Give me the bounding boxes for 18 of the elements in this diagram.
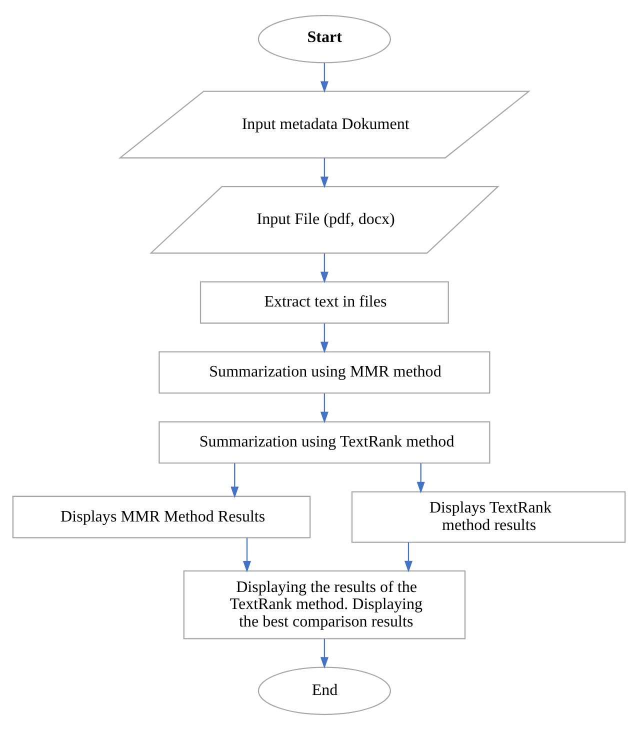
node-box: Displays TextRank method results xyxy=(351,490,626,542)
node-box: Summarization using MMR method xyxy=(158,350,490,394)
node-ellipse: End xyxy=(258,666,391,714)
node-box: Summarization using TextRank method xyxy=(158,420,490,464)
node-box: Displaying the results of the TextRank method. Displaying the best comparison results xyxy=(183,570,466,639)
node-box: Extract text in files xyxy=(200,280,449,324)
arrow xyxy=(320,252,328,283)
arrow xyxy=(230,462,239,498)
arrow xyxy=(320,62,328,92)
arrow xyxy=(416,462,425,493)
arrow xyxy=(320,322,328,353)
node-box: Displays MMR Method Results xyxy=(12,495,311,538)
arrow xyxy=(320,638,328,668)
arrow xyxy=(320,392,328,423)
arrow xyxy=(320,157,328,188)
arrow xyxy=(404,542,413,572)
node-ellipse: Start xyxy=(258,14,391,63)
arrow xyxy=(242,537,252,572)
